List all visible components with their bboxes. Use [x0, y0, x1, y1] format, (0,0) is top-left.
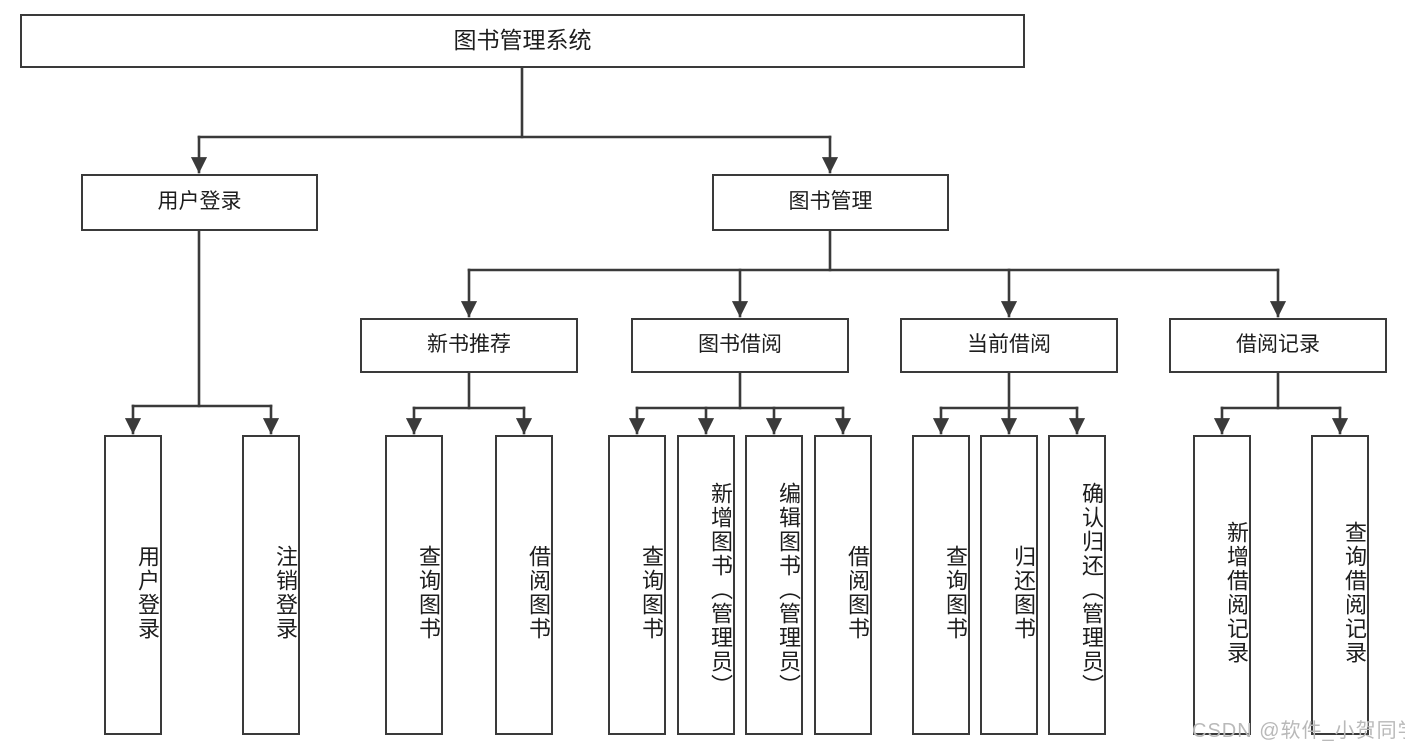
node-user-login[interactable]: 用户登录 — [81, 174, 318, 231]
node-book-borrow[interactable]: 图书借阅 — [631, 318, 849, 373]
node-leaf-query-book-3[interactable]: 查询图书 — [912, 435, 970, 735]
watermark-text: CSDN @软件_小贺同学 — [1192, 720, 1405, 742]
node-leaf-borrow-book-1[interactable]: 借阅图书 — [495, 435, 553, 735]
node-current-borrow[interactable]: 当前借阅 — [900, 318, 1118, 373]
node-leaf-logout[interactable]: 注销登录 — [242, 435, 300, 735]
node-label: 查询借阅记录 — [1342, 521, 1367, 665]
node-label: 注销登录 — [273, 545, 298, 641]
node-label: 编辑图书（管理员） — [776, 482, 801, 698]
node-label: 新书推荐 — [427, 333, 511, 357]
node-label: 查询图书 — [943, 545, 968, 641]
node-label: 用户登录 — [135, 545, 160, 641]
node-label: 图书借阅 — [698, 333, 782, 357]
node-label: 确认归还（管理员） — [1079, 482, 1104, 698]
node-leaf-return-book[interactable]: 归还图书 — [980, 435, 1038, 735]
node-leaf-add-record[interactable]: 新增借阅记录 — [1193, 435, 1251, 735]
node-label: 查询图书 — [639, 545, 664, 641]
node-leaf-query-record[interactable]: 查询借阅记录 — [1311, 435, 1369, 735]
node-label: 当前借阅 — [967, 333, 1051, 357]
node-label: 图书管理 — [788, 190, 873, 214]
node-label: 借阅图书 — [845, 545, 870, 641]
node-label: 归还图书 — [1011, 545, 1036, 641]
node-leaf-edit-book[interactable]: 编辑图书（管理员） — [745, 435, 803, 735]
node-leaf-user-login[interactable]: 用户登录 — [104, 435, 162, 735]
node-label: 图书管理系统 — [453, 27, 592, 54]
node-leaf-add-book[interactable]: 新增图书（管理员） — [677, 435, 735, 735]
node-label: 新增借阅记录 — [1224, 521, 1249, 665]
csdn-watermark: CSDN @软件_小贺同学 — [1192, 714, 1405, 743]
node-new-book-recommend[interactable]: 新书推荐 — [360, 318, 578, 373]
node-label: 借阅记录 — [1236, 333, 1320, 357]
node-book-manage[interactable]: 图书管理 — [712, 174, 949, 231]
node-leaf-query-book-2[interactable]: 查询图书 — [608, 435, 666, 735]
node-label: 借阅图书 — [526, 545, 551, 641]
node-leaf-query-book-1[interactable]: 查询图书 — [385, 435, 443, 735]
node-leaf-borrow-book-2[interactable]: 借阅图书 — [814, 435, 872, 735]
node-label: 用户登录 — [157, 190, 242, 214]
node-leaf-confirm-return[interactable]: 确认归还（管理员） — [1048, 435, 1106, 735]
node-borrow-record[interactable]: 借阅记录 — [1169, 318, 1387, 373]
node-label: 新增图书（管理员） — [708, 482, 733, 698]
node-root-book-management-system[interactable]: 图书管理系统 — [20, 14, 1025, 68]
node-label: 查询图书 — [416, 545, 441, 641]
